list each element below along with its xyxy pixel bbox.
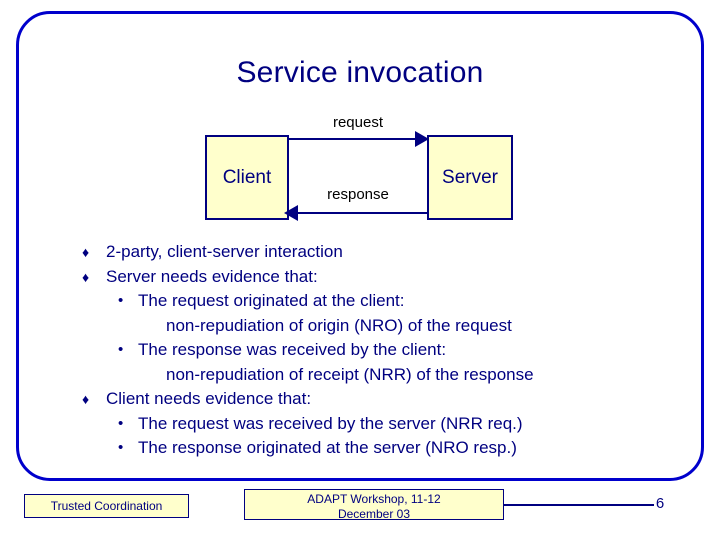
response-arrow-line bbox=[297, 212, 427, 214]
footer-center-label: ADAPT Workshop, 11-12 December 03 bbox=[244, 489, 504, 521]
list-item-text: The request originated at the client: bbox=[138, 291, 405, 310]
list-item: ♦ 2-party, client-server interaction bbox=[74, 240, 674, 265]
response-arrow-head-icon bbox=[284, 205, 298, 221]
page-number: 6 bbox=[655, 495, 665, 512]
request-arrow-line bbox=[289, 138, 419, 140]
bullet-marker-icon: ♦ bbox=[82, 268, 90, 285]
footer-center-line1: ADAPT Workshop, 11-12 bbox=[307, 492, 441, 506]
list-item-text: Client needs evidence that: bbox=[106, 389, 312, 408]
list-item-text: non-repudiation of receipt (NRR) of the … bbox=[166, 364, 534, 384]
bullet-marker-icon: • bbox=[118, 341, 124, 358]
server-node-label: Server bbox=[442, 167, 498, 188]
bullet-marker-icon: • bbox=[118, 439, 124, 456]
bullet-marker-icon: ♦ bbox=[82, 244, 90, 260]
service-invocation-diagram: request Client Server response bbox=[0, 110, 720, 235]
list-item-text: The response was received by the client: bbox=[138, 340, 447, 359]
footer-divider bbox=[504, 504, 654, 506]
bullet-list: ♦ 2-party, client-server interaction ♦ S… bbox=[74, 240, 674, 461]
list-item: non-repudiation of origin (NRO) of the r… bbox=[74, 314, 674, 339]
response-arrow-label: response bbox=[327, 186, 389, 203]
list-item: ♦ Client needs evidence that: bbox=[74, 387, 674, 412]
request-arrow-label: request bbox=[332, 114, 384, 131]
list-item-text: The response originated at the server (N… bbox=[138, 438, 517, 457]
footer-center-line2: December 03 bbox=[337, 507, 411, 521]
request-arrow-head-icon bbox=[415, 131, 429, 147]
bullet-marker-icon: • bbox=[118, 292, 124, 309]
server-node: Server bbox=[427, 135, 513, 220]
list-item: • The request originated at the client: bbox=[74, 289, 674, 314]
slide-border-frame bbox=[16, 11, 704, 481]
bullet-marker-icon: • bbox=[118, 414, 124, 432]
list-item: non-repudiation of receipt (NRR) of the … bbox=[74, 363, 674, 388]
client-node: Client bbox=[205, 135, 289, 220]
list-item-text: 2-party, client-server interaction bbox=[106, 242, 343, 261]
list-item: • The response originated at the server … bbox=[74, 436, 674, 461]
list-item-text: non-repudiation of origin (NRO) of the r… bbox=[166, 315, 512, 335]
client-node-label: Client bbox=[222, 167, 272, 188]
list-item-text: The request was received by the server (… bbox=[138, 413, 523, 433]
footer-left-label: Trusted Coordination bbox=[24, 494, 189, 518]
list-item: • The request was received by the server… bbox=[74, 412, 674, 437]
bullet-marker-icon: ♦ bbox=[82, 391, 90, 407]
list-item: • The response was received by the clien… bbox=[74, 338, 674, 363]
list-item-text: Server needs evidence that: bbox=[106, 266, 318, 286]
list-item: ♦ Server needs evidence that: bbox=[74, 265, 674, 290]
page-title: Service invocation bbox=[236, 56, 484, 89]
